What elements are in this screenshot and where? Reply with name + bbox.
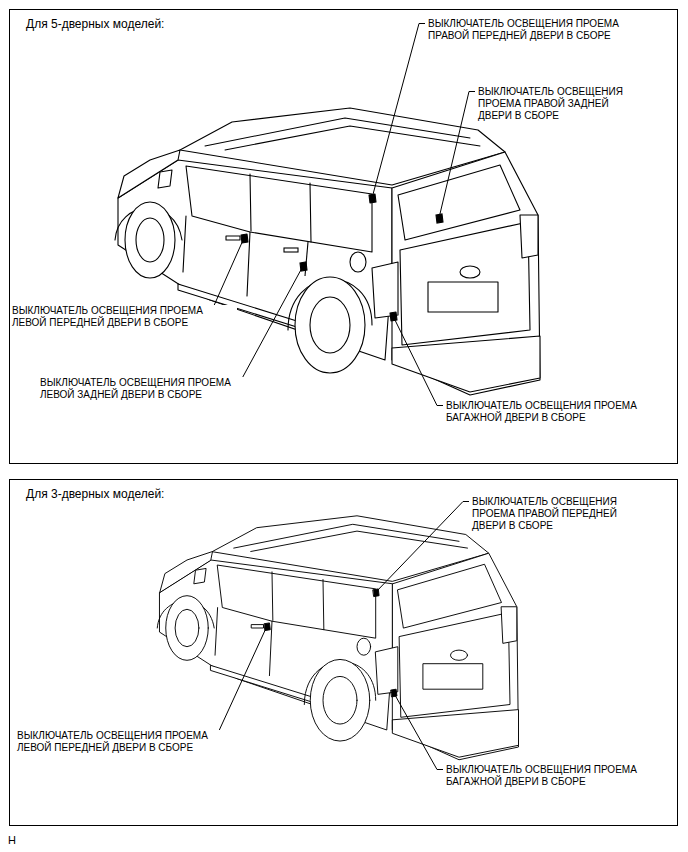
leader-line xyxy=(372,24,425,199)
vehicle-5-door xyxy=(115,108,540,395)
part-label: ВЫКЛЮЧАТЕЛЬ ОСВЕЩЕНИЯ ПРОЕМА БАГАЖНОЙ ДВ… xyxy=(446,400,668,424)
part-label: ВЫКЛЮЧАТЕЛЬ ОСВЕЩЕНИЯ ПРОЕМА ПРАВОЙ ЗАДН… xyxy=(478,86,643,122)
part-label: ВЫКЛЮЧАТЕЛЬ ОСВЕЩЕНИЯ ПРОЕМА ЛЕВОЙ ЗАДНЕ… xyxy=(40,377,265,401)
leader-line xyxy=(376,502,469,593)
leader-line xyxy=(393,316,443,406)
part-label: ВЫКЛЮЧАТЕЛЬ ОСВЕЩЕНИЯ ПРОЕМА ЛЕВОЙ ПЕРЕД… xyxy=(17,730,242,754)
part-label: ВЫКЛЮЧАТЕЛЬ ОСВЕЩЕНИЯ ПРОЕМА ПРАВОЙ ПЕРЕ… xyxy=(428,18,653,42)
vehicle-3-door xyxy=(157,516,518,760)
part-label: ВЫКЛЮЧАТЕЛЬ ОСВЕЩЕНИЯ ПРОЕМА БАГАЖНОЙ ДВ… xyxy=(446,764,668,788)
leader-line xyxy=(206,238,244,311)
leader-line xyxy=(394,693,443,770)
leader-line xyxy=(211,626,267,735)
rear-door-detail xyxy=(284,214,443,276)
figure-code: H xyxy=(8,834,16,846)
part-label: ВЫКЛЮЧАТЕЛЬ ОСВЕЩЕНИЯ ПРОЕМА ПРАВОЙ ПЕРЕ… xyxy=(472,496,637,532)
part-label: ВЫКЛЮЧАТЕЛЬ ОСВЕЩЕНИЯ ПРОЕМА ЛЕВОЙ ПЕРЕД… xyxy=(12,305,237,329)
leader-line xyxy=(439,92,475,219)
leader-line xyxy=(234,266,303,383)
